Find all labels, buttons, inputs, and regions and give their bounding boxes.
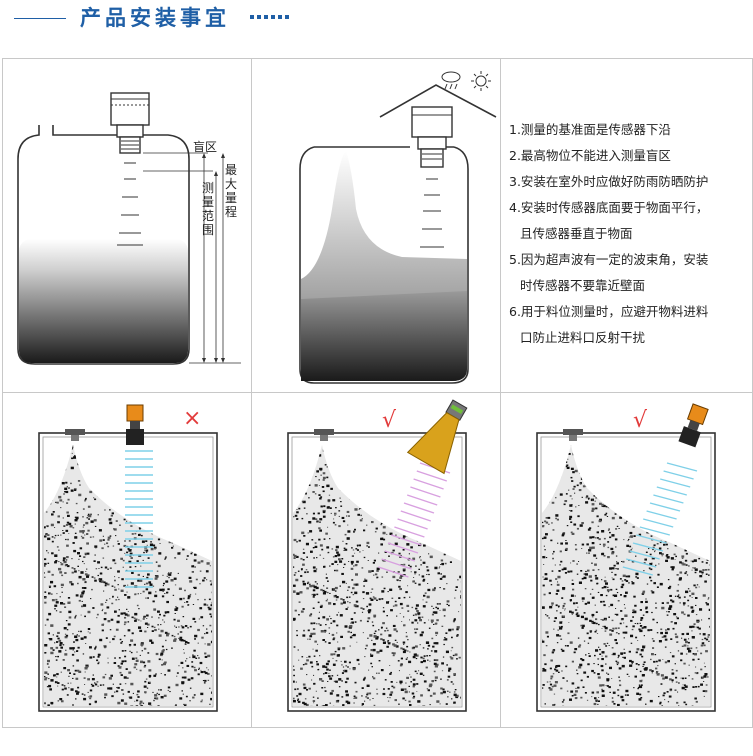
blind-zone-label: 盲区 xyxy=(193,139,217,154)
sensor-neck xyxy=(116,124,144,138)
scale-ticks xyxy=(420,178,444,248)
horn-radar-sensor xyxy=(406,399,468,475)
max-range-label-2: 大 xyxy=(225,177,237,191)
ultrasonic-beam xyxy=(622,462,698,576)
max-range-label-4: 程 xyxy=(225,204,237,219)
silo-horn-svg: √ xyxy=(287,399,468,712)
measure-range-label-4: 围 xyxy=(202,223,214,237)
silo-angled-svg: √ xyxy=(536,403,716,712)
tank-outdoor-svg xyxy=(299,71,497,384)
note-3: 3.安装在室外时应做好防雨防晒防护 xyxy=(509,174,709,189)
note-4: 4.安装时传感器底面要于物面平行， xyxy=(509,200,709,215)
note-5: 5.因为超声波有一定的波束角，安装 xyxy=(509,252,709,267)
silo-correct-angled-install: √ xyxy=(500,392,753,728)
diagram-measurement-range: 盲区 最 大 量 程 测 量 范 围 xyxy=(2,58,253,394)
header-dots xyxy=(250,15,289,19)
measure-range-label-1: 测 xyxy=(202,181,214,195)
silo-wrong-install: × xyxy=(2,392,253,728)
scale-ticks xyxy=(117,162,143,246)
max-range-label-1: 最 xyxy=(225,163,237,177)
tank-outline xyxy=(299,146,469,384)
sensor-neck xyxy=(417,136,447,150)
page-title: 产品安装事宜 xyxy=(80,5,230,30)
measure-range-label-3: 范 xyxy=(202,209,214,223)
tank-range-svg: 盲区 最 大 量 程 测 量 范 围 xyxy=(17,92,241,365)
inlet-nozzle xyxy=(65,429,85,435)
rain-cloud-icon xyxy=(441,71,461,90)
correct-mark: √ xyxy=(633,408,648,433)
rain-shield-roof xyxy=(379,84,497,118)
ultrasonic-beam xyxy=(378,462,451,578)
sun-icon xyxy=(471,71,491,91)
inlet-nozzle xyxy=(563,429,583,435)
installation-notes: 1.测量的基准面是传感器下沿 2.最高物位不能进入测量盲区 3.安装在室外时应做… xyxy=(500,58,753,394)
header-line xyxy=(14,18,66,19)
ultrasonic-beam xyxy=(125,450,153,588)
wrong-mark: × xyxy=(183,406,201,431)
silo-correct-horn-install: √ xyxy=(251,392,502,728)
sensor-probe xyxy=(420,148,444,168)
correct-mark: √ xyxy=(382,408,397,433)
max-range-label-3: 量 xyxy=(225,191,237,205)
sensor-head xyxy=(110,92,150,126)
liquid-fill xyxy=(19,239,188,363)
notes-list: 1.测量的基准面是传感器下沿 2.最高物位不能进入测量盲区 3.安装在室外时应做… xyxy=(509,117,708,351)
silo-wrong-svg: × xyxy=(38,404,218,712)
inlet-nozzle xyxy=(314,429,334,435)
ultrasonic-sensor xyxy=(126,404,144,445)
ultrasonic-sensor xyxy=(678,403,709,448)
note-5-cont: 时传感器不要靠近壁面 xyxy=(520,278,646,293)
note-6: 6.用于料位测量时，应避开物料进料 xyxy=(509,304,709,319)
note-4-cont: 且传感器垂直于物面 xyxy=(520,226,633,241)
tank-outline xyxy=(17,125,190,365)
diagram-outdoor-install xyxy=(251,58,502,394)
measure-range-label-2: 量 xyxy=(202,195,214,209)
section-header: 产品安装事宜 xyxy=(0,0,753,40)
sensor-head xyxy=(411,106,453,138)
note-2: 2.最高物位不能进入测量盲区 xyxy=(509,148,671,163)
note-6-cont: 口防止进料口反射干扰 xyxy=(520,330,646,345)
note-1: 1.测量的基准面是传感器下沿 xyxy=(509,122,671,137)
